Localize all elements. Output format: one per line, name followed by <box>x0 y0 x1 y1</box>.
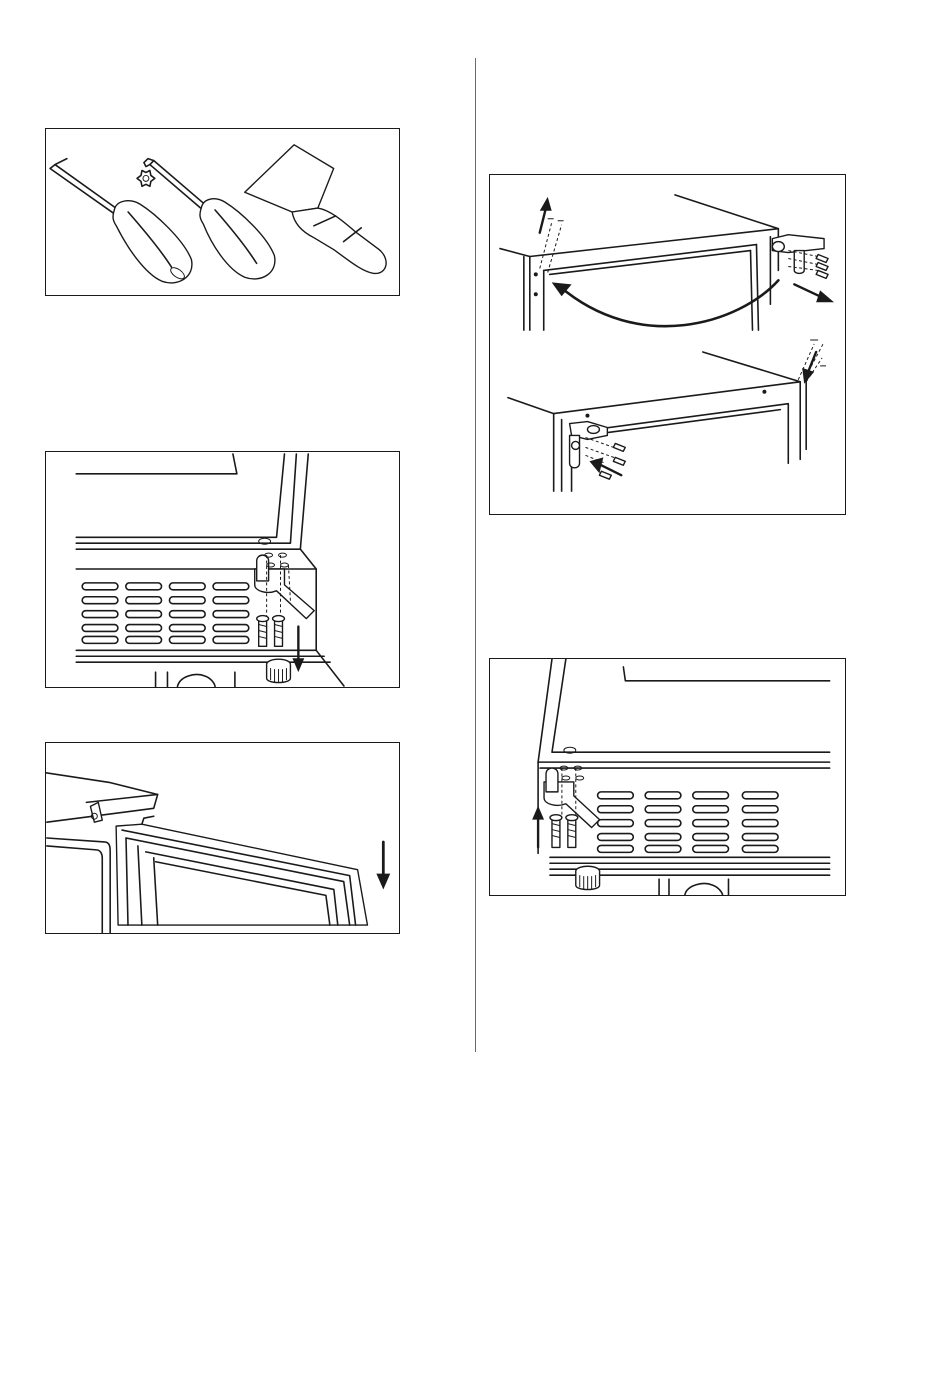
door-icon <box>116 816 367 925</box>
remove-lower-hinge-figure <box>45 451 400 688</box>
cabinet-body <box>76 454 344 687</box>
down-arrow-icon <box>376 842 390 890</box>
down-arrow-icon <box>802 352 816 384</box>
adjustable-foot-icon <box>576 866 600 889</box>
screw-icon <box>550 815 578 848</box>
transfer-upper-hinge-figure <box>489 174 846 515</box>
adjustable-foot-icon <box>267 659 291 682</box>
refit-lower-hinge-figure <box>489 658 846 896</box>
up-arrow-icon <box>540 197 552 233</box>
upper-hinge-icon <box>772 235 824 274</box>
tools-figure <box>45 128 400 296</box>
screw-icon <box>257 616 285 647</box>
screw-icon <box>816 255 828 279</box>
vent-grille-icon <box>82 583 249 643</box>
screw-icon <box>599 443 625 479</box>
column-divider <box>475 58 476 1052</box>
cabinet-body <box>538 659 830 895</box>
up-arrow-icon <box>532 806 544 848</box>
down-arrow-icon <box>292 627 304 673</box>
arrow-icon <box>794 284 834 302</box>
vent-grille-icon <box>598 792 778 852</box>
lower-hinge-icon <box>255 553 314 620</box>
torx-bit-icon <box>137 171 155 187</box>
flat-screwdriver-icon <box>50 159 192 283</box>
curved-arrow-icon <box>552 280 779 326</box>
lower-door-figure <box>45 742 400 934</box>
lower-cabinet <box>508 340 826 491</box>
